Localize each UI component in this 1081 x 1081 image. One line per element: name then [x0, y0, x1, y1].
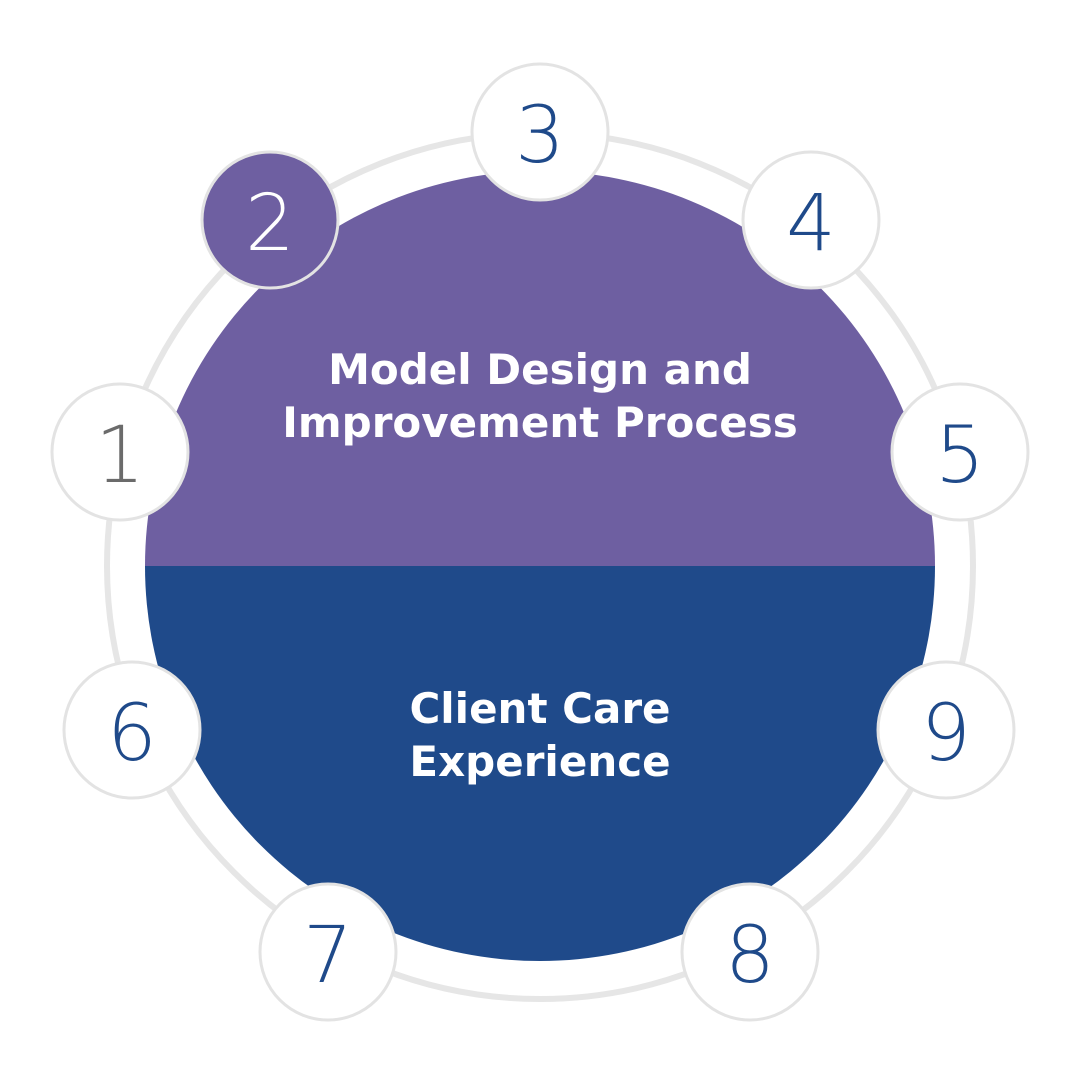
step-number: 4 — [786, 179, 836, 269]
step-node-5[interactable]: 5 — [890, 382, 1030, 522]
step-node-circle — [470, 62, 610, 202]
step-number: 7 — [303, 911, 353, 1001]
step-number: 1 — [95, 411, 145, 501]
step-node-9[interactable]: 9 — [876, 660, 1016, 800]
step-node-circle — [62, 660, 202, 800]
bottom-section-title-line1: Client Care — [409, 684, 670, 733]
bottom-section-title-line2: Experience — [409, 737, 670, 786]
step-node-6[interactable]: 6 — [62, 660, 202, 800]
top-section-title-line1: Model Design and — [328, 345, 752, 394]
step-number: 5 — [935, 411, 985, 501]
step-node-7[interactable]: 7 — [258, 882, 398, 1022]
step-node-8[interactable]: 8 — [680, 882, 820, 1022]
bottom-half-section — [145, 566, 935, 961]
top-section-title-line2: Improvement Process — [282, 398, 797, 447]
step-number: 6 — [107, 689, 157, 779]
step-node-circle — [876, 660, 1016, 800]
step-node-4[interactable]: 4 — [741, 150, 881, 290]
step-number: 2 — [245, 179, 295, 269]
step-number: 3 — [515, 91, 565, 181]
step-number: 8 — [725, 911, 775, 1001]
step-node-circle — [890, 382, 1030, 522]
step-node-circle — [680, 882, 820, 1022]
step-node-3[interactable]: 3 — [470, 62, 610, 202]
step-node-1[interactable]: 1 — [50, 382, 190, 522]
step-number: 9 — [921, 689, 971, 779]
step-node-circle — [200, 150, 340, 290]
step-node-circle — [258, 882, 398, 1022]
step-node-circle — [741, 150, 881, 290]
top-half-section — [145, 171, 935, 566]
step-node-circle — [50, 382, 190, 522]
step-node-2[interactable]: 2 — [200, 150, 340, 290]
